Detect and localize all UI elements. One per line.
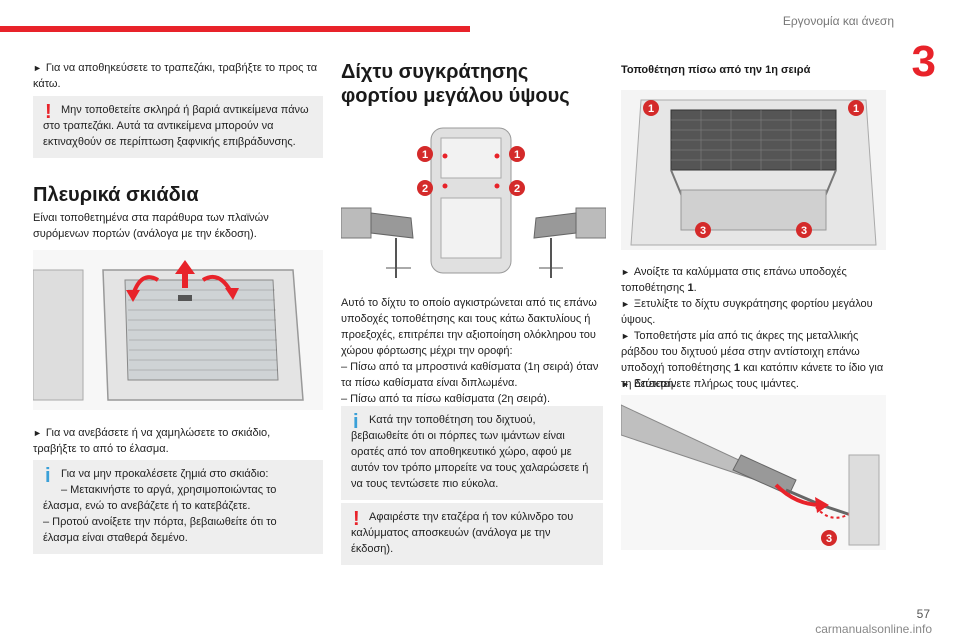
info-list-item: – Μετακινήστε το αργά, χρησιμοποιώντας τ… xyxy=(43,484,277,512)
instruction-open-covers: ►Ανοίξτε τα καλύμματα στις επάνω υποδοχέ… xyxy=(621,264,886,296)
blind-tab xyxy=(178,295,192,301)
cargo-net-diagram: 1 1 2 2 xyxy=(341,127,606,278)
callout-2-right: 2 xyxy=(514,183,520,195)
info-icon: i xyxy=(45,465,51,487)
instruction-text: Τοποθετήστε μία από τις άκρες της μεταλλ… xyxy=(621,330,860,374)
warning-icon: ! xyxy=(353,508,360,530)
bullet-arrow-icon: ► xyxy=(621,379,630,389)
instruction-extend-straps: ►Επεκτείνετε πλήρως τους ιμάντες. xyxy=(621,376,886,392)
chapter-number: 3 xyxy=(911,37,936,86)
info-text: Για να μην προκαλέσετε ζημιά στο σκιάδιο… xyxy=(61,468,269,480)
warning-icon: ! xyxy=(45,101,52,123)
bullet-arrow-icon: ► xyxy=(621,299,630,309)
instruction-text: Ξετυλίξτε το δίχτυ συγκράτησης φορτίου μ… xyxy=(621,298,873,326)
heading-cargo-net: Δίχτυ συγκράτησης φορτίου μεγάλου ύψους xyxy=(341,61,570,107)
instruction-text: Επεκτείνετε πλήρως τους ιμάντες. xyxy=(633,378,799,390)
instruction-text: Για να ανεβάσετε ή να χαμηλώσετε το σκιά… xyxy=(33,427,271,455)
callout-3-bottom: 3 xyxy=(826,533,832,545)
instruction-store-table: ►Για να αποθηκεύσετε το τραπεζάκι, τραβή… xyxy=(33,60,323,92)
cargo-net-description: Αυτό το δίχτυ το οποίο αγκιστρώνεται από… xyxy=(341,297,597,357)
info-box-blind: i Για να μην προκαλέσετε ζημιά στο σκιάδ… xyxy=(33,460,323,554)
callout-1-right: 1 xyxy=(514,149,520,161)
bullet-arrow-icon: ► xyxy=(33,63,42,73)
side-blind-illustration xyxy=(33,250,323,410)
info-text: Κατά την τοποθέτηση του διχτυού, βεβαιωθ… xyxy=(351,414,589,490)
ref-number: 1 xyxy=(733,362,741,374)
warning-box-table: ! Μην τοποθετείτε σκληρά ή βαριά αντικεί… xyxy=(33,96,323,158)
info-icon: i xyxy=(353,411,359,433)
info-list-item: – Προτού ανοίξετε την πόρτα, βεβαιωθείτε… xyxy=(43,516,277,544)
info-box-net: i Κατά την τοποθέτηση του διχτυού, βεβαι… xyxy=(341,406,603,500)
page-number: 57 xyxy=(916,607,930,621)
ref-number: 1 xyxy=(687,282,694,294)
callout-2-left: 2 xyxy=(422,183,428,195)
heading-behind-row1: Τοποθέτηση πίσω από την 1η σειρά xyxy=(621,64,811,76)
callout-3-left: 3 xyxy=(700,225,706,237)
callout-1-left: 1 xyxy=(648,103,654,115)
instruction-raise-blind: ►Για να ανεβάσετε ή να χαμηλώσετε το σκι… xyxy=(33,425,313,457)
strap-illustration: 3 xyxy=(621,395,886,550)
instruction-text: . xyxy=(693,282,697,294)
instruction-text: Για να αποθηκεύσετε το τραπεζάκι, τραβήξ… xyxy=(33,62,318,90)
warning-text: Αφαιρέστε την εταζέρα ή τον κύλινδρο του… xyxy=(351,511,574,555)
callout-1-right: 1 xyxy=(853,103,859,115)
instruction-insert-bar: ►Τοποθετήστε μία από τις άκρες της μεταλ… xyxy=(621,328,886,392)
net-install-illustration: 1 1 3 3 xyxy=(621,90,886,250)
list-item-row2: – Πίσω από τα πίσω καθίσματα (2η σειρά). xyxy=(341,393,550,405)
bullet-arrow-icon: ► xyxy=(621,331,630,341)
warning-box-net: ! Αφαιρέστε την εταζέρα ή τον κύλινδρο τ… xyxy=(341,503,603,565)
warning-text: Μην τοποθετείτε σκληρά ή βαριά αντικείμε… xyxy=(43,104,309,148)
bullet-arrow-icon: ► xyxy=(33,428,42,438)
section-title: Εργονομία και άνεση xyxy=(782,14,894,28)
instruction-text: Ανοίξτε τα καλύμματα στις επάνω υποδοχές… xyxy=(621,266,847,294)
callout-1-left: 1 xyxy=(422,149,428,161)
heading-side-blinds: Πλευρικά σκιάδια xyxy=(33,184,199,206)
header-accent-bar xyxy=(0,26,470,32)
bullet-arrow-icon: ► xyxy=(621,267,630,277)
list-item-row1: – Πίσω από τα μπροστινά καθίσματα (1η σε… xyxy=(341,361,599,389)
side-blinds-description: Είναι τοποθετημένα στα παράθυρα των πλαϊ… xyxy=(33,212,269,240)
watermark: carmanualsonline.info xyxy=(815,622,932,636)
callout-3-right: 3 xyxy=(801,225,807,237)
instruction-text: και κατόπιν κάνετε το ίδιο για τη δεύτερ… xyxy=(621,362,884,390)
instruction-unroll-net: ►Ξετυλίξτε το δίχτυ συγκράτησης φορτίου … xyxy=(621,296,886,328)
